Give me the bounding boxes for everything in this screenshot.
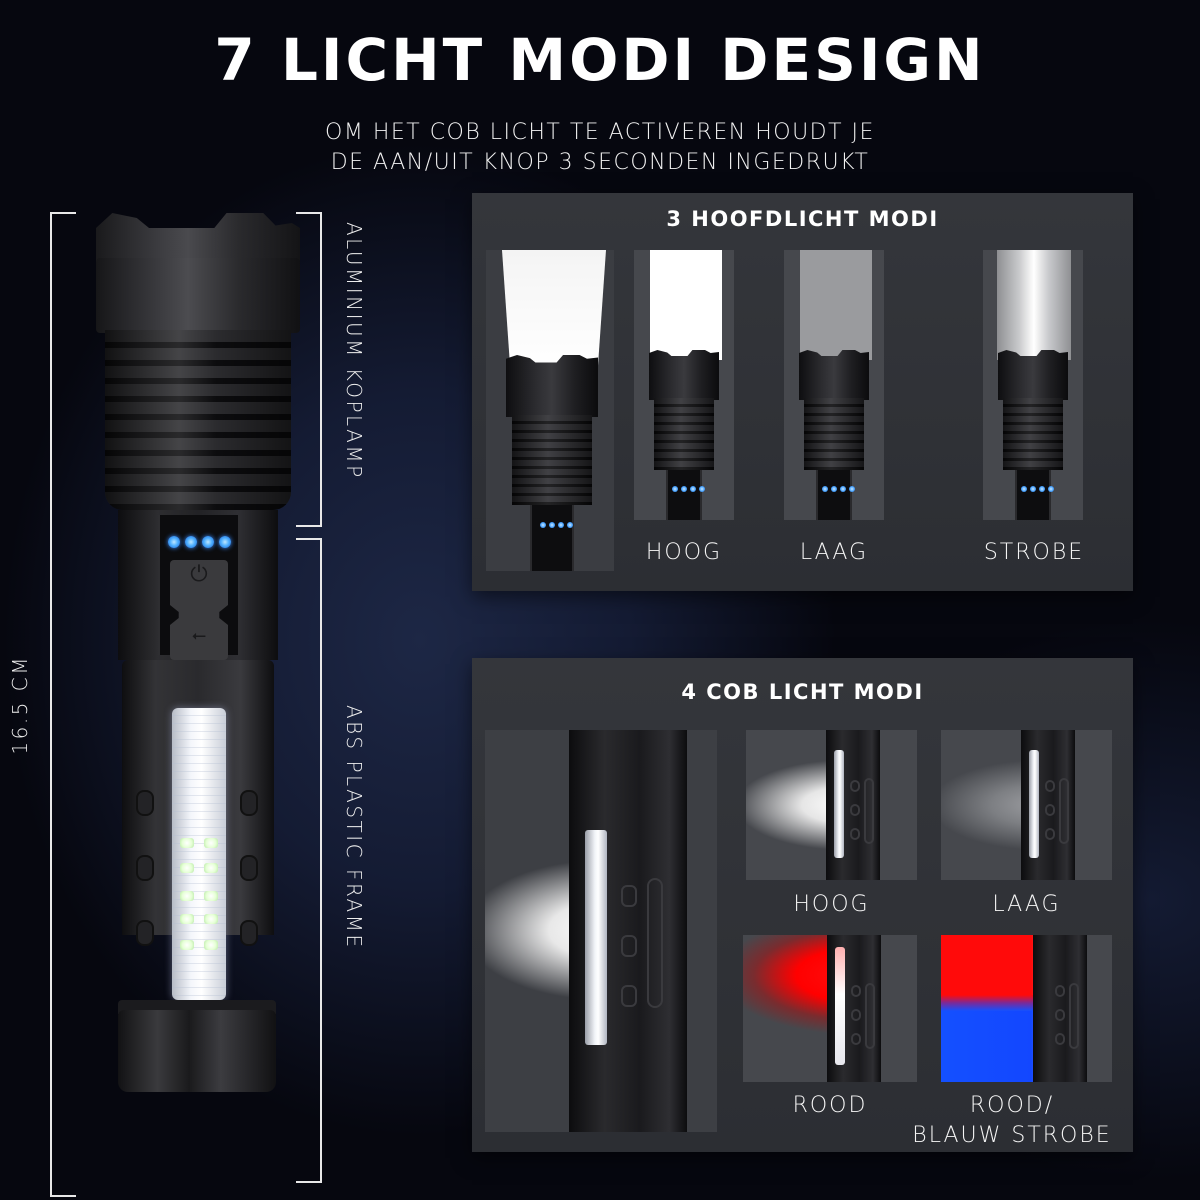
headlight-mode-high-image: [634, 250, 734, 520]
subtitle-line-1: OM HET COB LICHT TE ACTIVEREN HOUDT JE: [325, 120, 875, 145]
cob-mode-red-blue-strobe-label-line-1: ROOD/: [969, 1093, 1055, 1118]
cob-mode-low-label: LAAG: [992, 892, 1061, 917]
grip-bump: [240, 790, 258, 816]
flashlight-bezel: [96, 213, 300, 263]
battery-led-icon: [185, 536, 197, 548]
cob-panel-title: 4 COB LICHT MODI: [681, 680, 924, 704]
flashlight-head: [96, 258, 300, 333]
battery-led-icon: [202, 536, 214, 548]
cob-main-image: [485, 730, 717, 1132]
cob-mode-red-blue-strobe-image: [941, 935, 1112, 1082]
headlight-modes-panel: 3 HOOFDLICHT MODI HOOG LAAG: [472, 193, 1133, 591]
headlight-mode-strobe-image: [983, 250, 1083, 520]
power-button: [170, 560, 228, 660]
battery-indicator: [168, 536, 231, 548]
headlight-main-image: [486, 250, 614, 571]
page-title: 7 LICHT MODI DESIGN: [214, 26, 986, 94]
cob-mode-high-label: HOOG: [793, 892, 870, 917]
headlight-mode-strobe-label: STROBE: [983, 540, 1085, 565]
grip-bump: [240, 855, 258, 881]
subtitle: OM HET COB LICHT TE ACTIVEREN HOUDT JE D…: [0, 118, 1200, 178]
body-bracket: [296, 538, 322, 1183]
length-bracket: [50, 212, 76, 1197]
grip-bump: [240, 920, 258, 946]
headlight-mode-low-image: [784, 250, 884, 520]
cob-mode-red-image: [743, 935, 917, 1082]
cob-mode-red-label: ROOD: [792, 1093, 868, 1118]
cob-mode-low-image: [941, 730, 1112, 880]
cob-mode-red-blue-strobe-label-line-2: BLAUW STROBE: [912, 1123, 1112, 1148]
flashlight-tail-cap: [118, 1010, 276, 1092]
cob-mode-high-image: [746, 730, 917, 880]
cob-modes-panel: 4 COB LICHT MODI HOOG LAAG: [472, 658, 1133, 1152]
cob-light-strip: [172, 708, 226, 1000]
usb-icon: ⭠: [191, 625, 207, 646]
subtitle-line-2: DE AAN/UIT KNOP 3 SECONDEN INGEDRUKT: [330, 150, 870, 175]
battery-led-icon: [168, 536, 180, 548]
headlight-mode-low-label: LAAG: [799, 540, 869, 565]
cob-mode-red-blue-strobe-label: ROOD/ BLAUW STROBE: [892, 1091, 1132, 1151]
grip-bump: [136, 920, 154, 946]
body-material-label: ABS PLASTIC FRAME: [342, 705, 366, 950]
head-material-label: ALUMINIUM KOPLAMP: [342, 222, 366, 480]
power-icon: ⏻: [190, 562, 208, 587]
flashlight-cooling-fins: [105, 330, 291, 510]
grip-bump: [136, 855, 154, 881]
headlight-mode-high-label: HOOG: [645, 540, 723, 565]
head-bracket: [296, 212, 322, 527]
grip-bump: [136, 790, 154, 816]
battery-led-icon: [219, 536, 231, 548]
length-label: 16.5 CM: [8, 655, 32, 755]
headlight-panel-title: 3 HOOFDLICHT MODI: [666, 207, 939, 231]
